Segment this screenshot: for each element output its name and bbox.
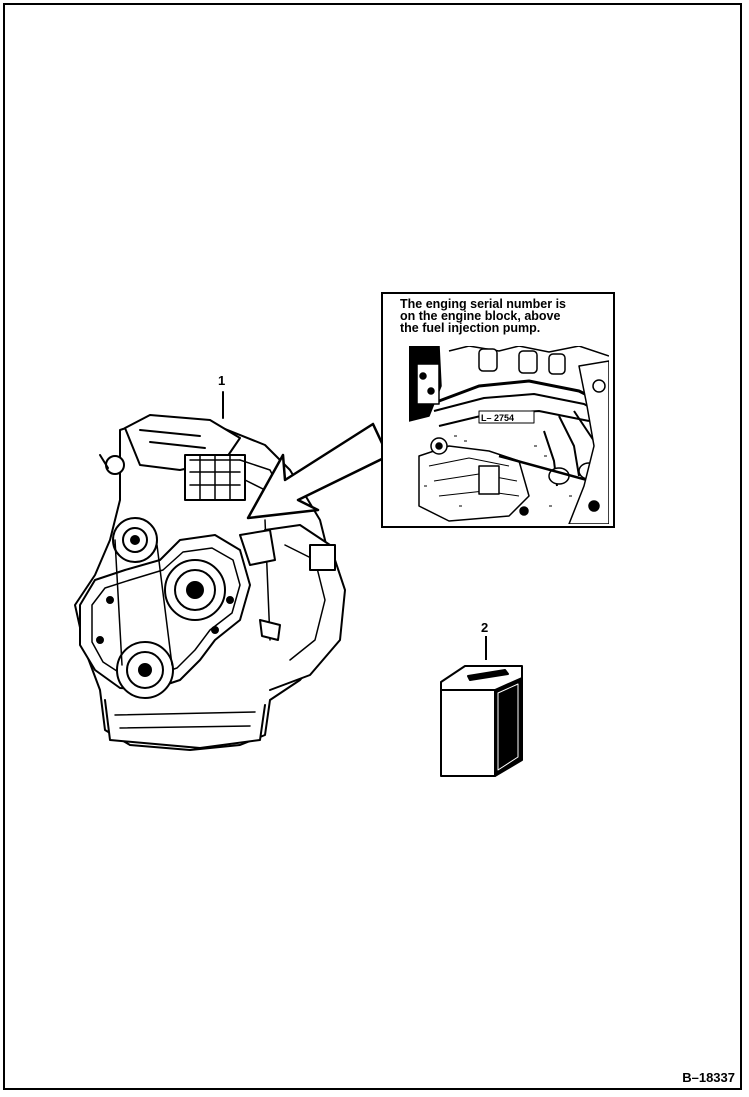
figure-number: B–18337 <box>682 1070 735 1085</box>
pointer-arrow <box>246 422 390 520</box>
serial-stamp: L– 2754 <box>481 413 514 423</box>
item-label-1: 1 <box>218 373 226 388</box>
callout-line-3: the fuel injection pump. <box>400 321 541 335</box>
box-item <box>440 636 523 777</box>
callout-text: The enging serial number is on the engin… <box>400 297 605 335</box>
page-border <box>3 3 742 1090</box>
callout-line-2: on the engine block, above <box>400 309 561 323</box>
item-label-2: 2 <box>481 620 489 635</box>
engine-block-photo: L– 2754 <box>409 346 609 524</box>
serial-number-callout: The enging serial number is on the engin… <box>381 292 615 528</box>
callout-line-1: The enging serial number is <box>400 297 567 311</box>
